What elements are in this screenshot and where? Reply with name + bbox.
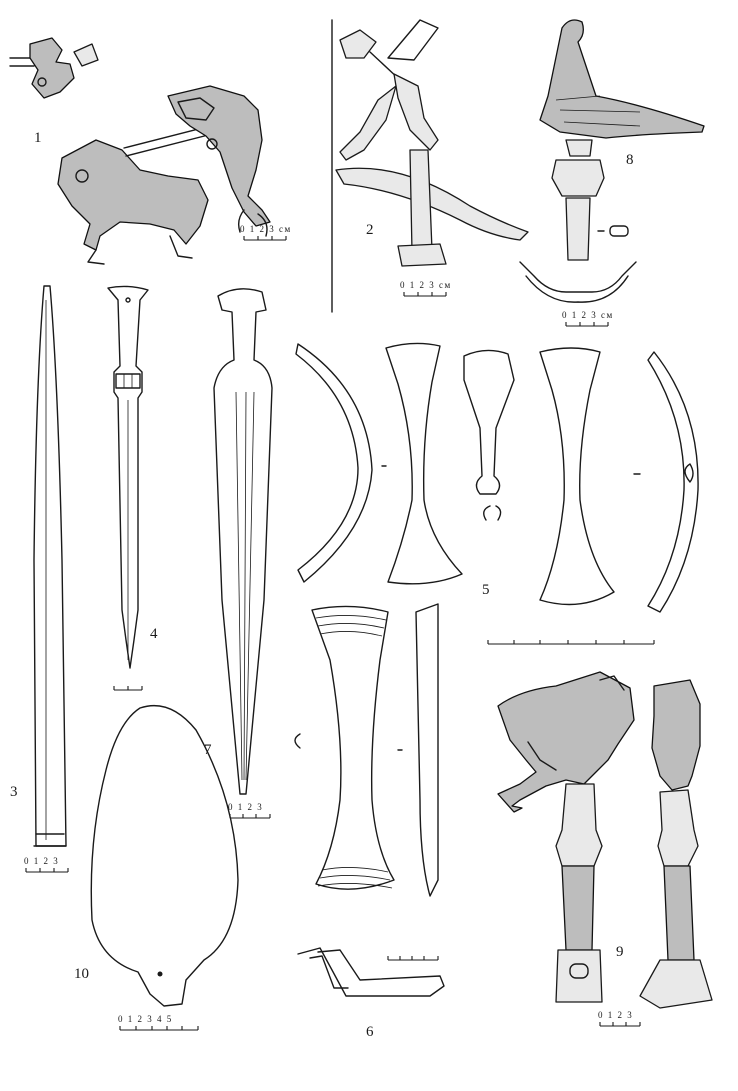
artifact-8-bird-finial	[519, 19, 705, 303]
figure-number-6: 6	[366, 1024, 374, 1040]
scale-label-8: 0 1 2 3 см	[562, 310, 614, 320]
scale-label-10: 0 1 2 3 4 5	[118, 1014, 173, 1024]
artifact-10-blade	[90, 704, 239, 1007]
artifact-9-standards	[497, 671, 713, 1009]
artifact-4-dagger	[107, 285, 149, 669]
scale-label-2: 0 1 2 3 см	[400, 280, 452, 290]
scale-bar-4	[113, 686, 143, 691]
figure-number-5: 5	[482, 582, 490, 598]
artifact-3-spear	[33, 285, 67, 847]
scale-label-3: 0 1 2 3	[24, 856, 60, 866]
figure-number-8: 8	[626, 152, 634, 168]
artifact-6-adze	[294, 603, 445, 997]
figure-number-1: 1	[34, 130, 42, 146]
scale-bar-1	[243, 236, 287, 241]
scale-bar-9	[599, 1022, 641, 1027]
scale-bar-7	[229, 814, 271, 819]
artifact-5-tools	[295, 342, 699, 645]
scale-label-7: 0 1 2 3	[228, 802, 264, 812]
scale-bar-10	[119, 1026, 199, 1031]
figure-number-2: 2	[366, 222, 374, 238]
artifact-7-dagger	[213, 288, 273, 795]
scale-bar-2	[403, 292, 447, 297]
figure-number-9: 9	[616, 944, 624, 960]
figure-number-4: 4	[150, 626, 158, 642]
scale-label-9: 0 1 2 3	[598, 1010, 634, 1020]
artifact-2-psalia	[335, 19, 529, 267]
scale-label-1: 0 1 2 3 см	[240, 224, 292, 234]
artifact-1-small-fitting	[9, 37, 99, 99]
figure-number-3: 3	[10, 784, 18, 800]
figure-number-7: 7	[204, 742, 212, 758]
scale-bar-8	[565, 322, 609, 327]
figure-number-10: 10	[74, 966, 89, 982]
artifact-1-animal-psalia	[57, 85, 271, 265]
scale-bar-3	[25, 868, 69, 873]
